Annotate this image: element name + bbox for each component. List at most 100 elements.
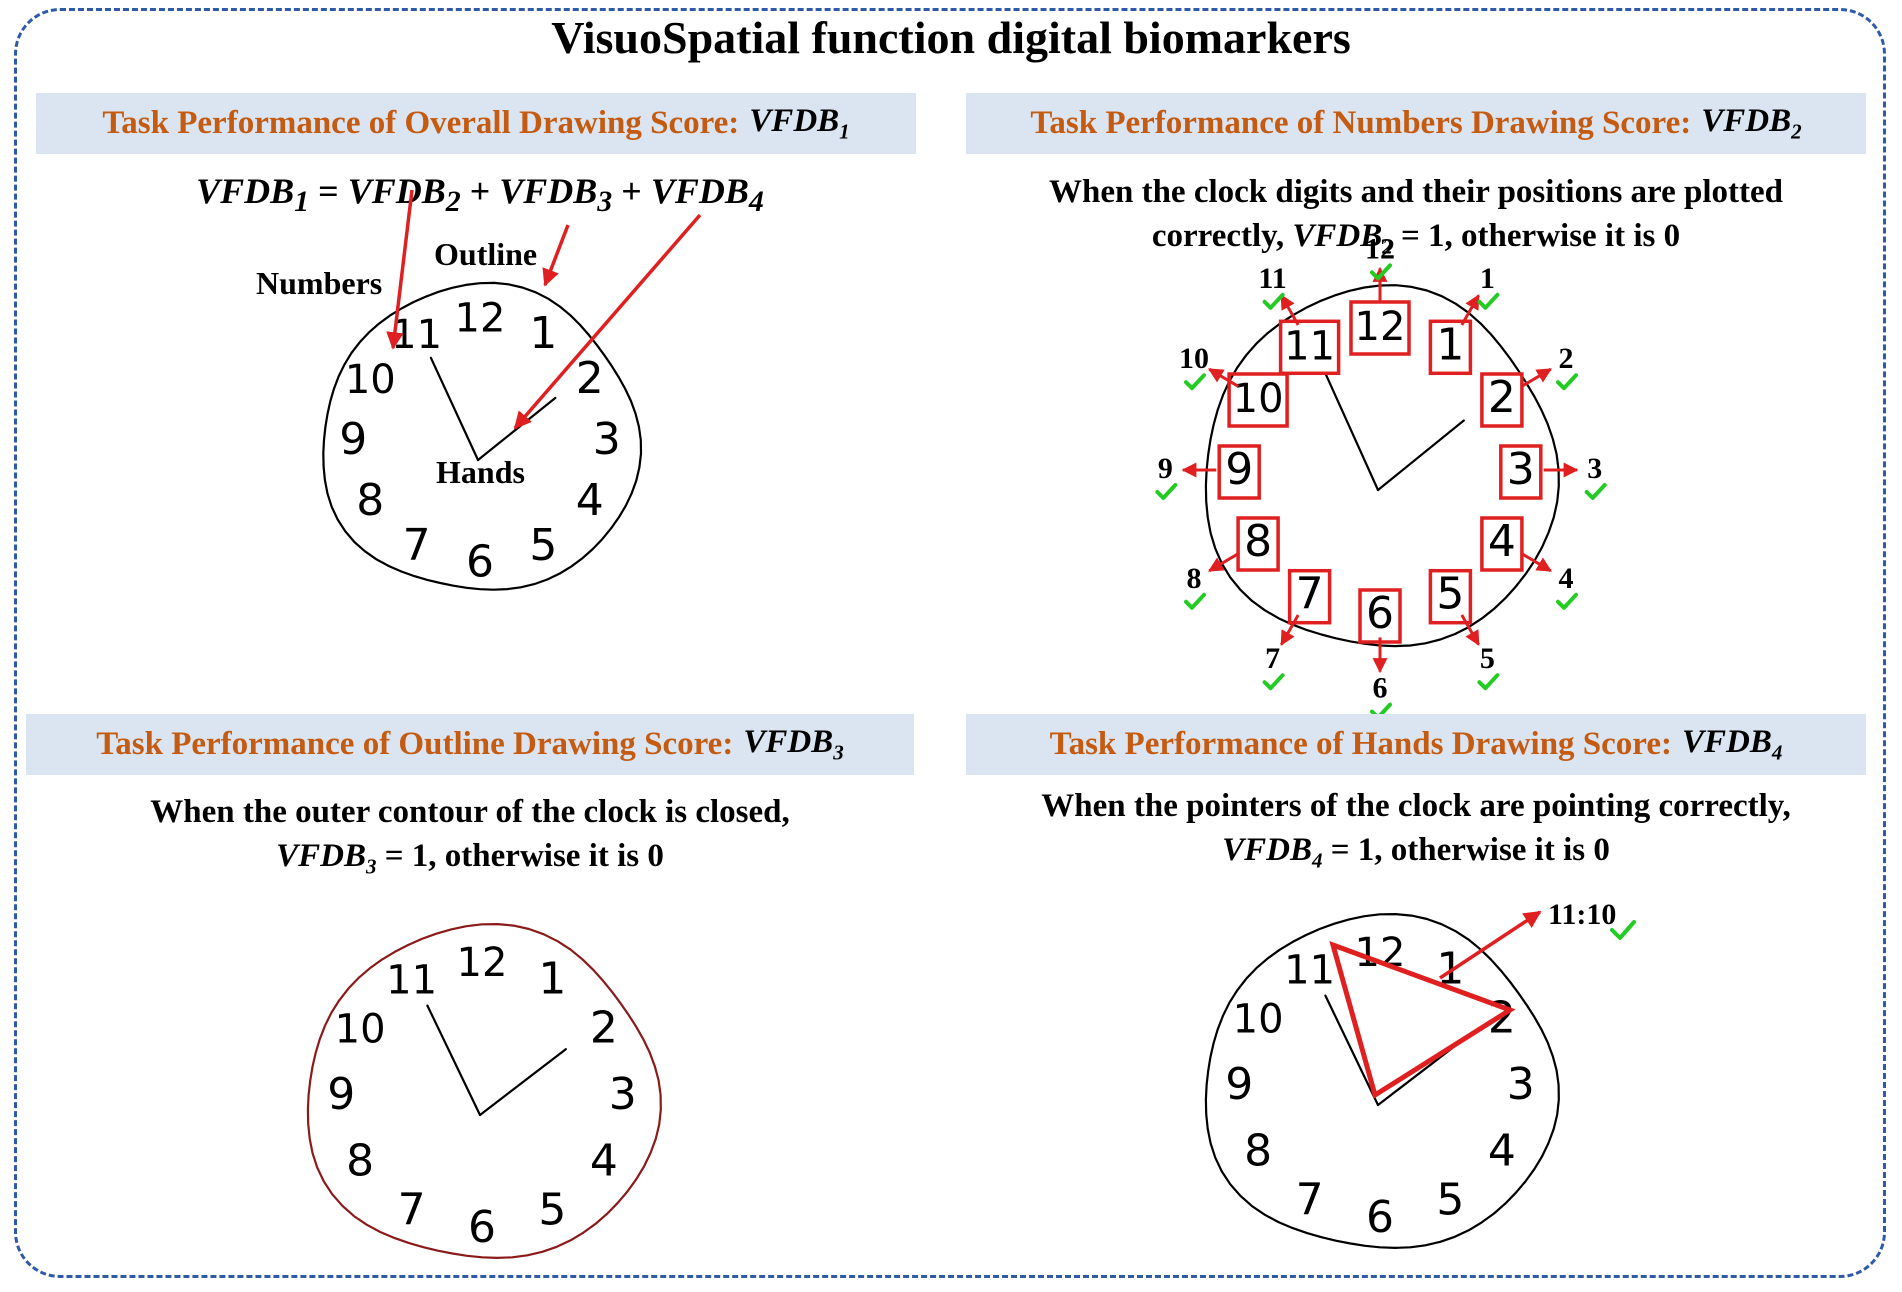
clock-digit: 6 [466,536,494,587]
clock-digit: 1 [538,954,566,1005]
check-icon [1155,483,1178,500]
clock-digit: 2 [590,1002,618,1053]
banner-outline-drawing-score: Task Performance of Outline Drawing Scor… [26,714,914,775]
clock-digit: 5 [1436,569,1464,620]
clock-digit: 9 [1225,1059,1253,1110]
digit-arrow [1521,367,1552,388]
banner-numbers-drawing-score: Task Performance of Numbers Drawing Scor… [966,93,1866,154]
clock-digit: 9 [327,1069,355,1120]
digit-label: 2 [1559,342,1574,375]
arrow-outline [542,224,570,287]
check-icon [1370,263,1392,281]
digit-box [1428,319,1473,376]
check-icon [1556,373,1578,391]
digit-label: 10 [1179,342,1209,375]
digit-label: 3 [1587,452,1602,485]
arrow-time [1439,910,1542,980]
clock-digit: 12 [457,940,508,986]
digit-label: 8 [1187,562,1202,595]
clock-digit: 8 [1244,1126,1272,1177]
digit-arrow [1280,614,1300,646]
clock-digit: 11 [386,958,437,1004]
clock-digit: 7 [398,1184,426,1235]
digit-label: 6 [1373,672,1388,705]
check-icon [1262,292,1285,310]
banner-variable: VFDB2 [1701,102,1802,144]
digit-arrow [1460,294,1480,326]
banner-text: Task Performance of Outline Drawing Scor… [96,726,734,762]
clock-digit: 6 [468,1202,496,1253]
minute-hand [1376,419,1465,492]
clock-digit: 12 [1355,304,1406,350]
clock-digit: 4 [590,1136,618,1187]
clock-digit: 6 [1366,588,1394,639]
digit-arrow [1460,614,1480,646]
clock-digit: 3 [1507,444,1535,495]
clock-digit: 10 [1233,376,1284,422]
clock-outline [322,281,643,591]
clock-digit: 9 [339,414,367,465]
outline-criterion-text: When the outer contour of the clock is c… [150,794,790,879]
check-icon [1477,292,1500,310]
digit-label: 5 [1480,642,1495,675]
clock-digit: 11 [1284,948,1335,994]
banner-text: Task Performance of Overall Drawing Scor… [102,105,740,141]
digit-label: 4 [1559,562,1574,595]
digit-box [1480,516,1524,572]
clock-digit: 12 [455,296,506,342]
clock-digit: 10 [345,357,396,403]
clock-digit: 7 [403,520,431,571]
digit-box [1227,372,1289,428]
banner-variable: VFDB3 [743,723,844,765]
banner-text: Task Performance of Hands Drawing Score: [1049,726,1672,762]
score-formula: VFDB1 = VFDB2 + VFDB3 + VFDB4 [196,171,764,219]
hands-triangle-highlight [1329,940,1516,1099]
clock-digit: 1 [529,308,557,359]
clock-digit: 5 [538,1184,566,1235]
digit-label: 11 [1258,262,1286,295]
label-outline: Outline [434,236,538,272]
banner-variable: VFDB1 [749,102,850,144]
clock-digit: 7 [1296,569,1324,620]
clock-digit: 10 [1233,996,1284,1042]
digit-box [1287,568,1332,625]
clock-digit: 6 [1366,1192,1394,1243]
banner-text: Task Performance of Numbers Drawing Scor… [1030,105,1692,141]
digit-label: 9 [1158,452,1173,485]
clock-digit: 3 [609,1069,637,1120]
clock-digit: 4 [1488,516,1516,567]
hour-hand [1324,994,1380,1107]
arrow-hands [513,213,702,430]
clock-digit: 8 [356,475,384,526]
digit-arrow [1208,367,1239,388]
digit-box [1278,319,1341,376]
check-icon [1184,592,1206,610]
digit-label: 12 [1365,232,1395,265]
check-icon [1477,673,1500,691]
digit-box [1480,372,1524,428]
numbers-criterion-text: When the clock digits and their position… [1048,174,1783,259]
arrow-numbers [386,189,414,350]
main-title: VisuoSpatial function digital biomarkers [551,12,1351,63]
time-label: 11:10 [1548,898,1616,931]
clock-digit: 4 [1488,1126,1516,1177]
clock-digit: 1 [1436,319,1464,370]
digit-label: 1 [1480,262,1495,295]
hour-hand [426,1004,482,1117]
digit-box [1428,568,1473,625]
digit-arrow [1280,294,1300,326]
clock-digit: 2 [1488,372,1516,423]
clock-outline [1204,913,1560,1249]
clock-outline [306,923,662,1259]
clock-digit: 8 [1244,516,1272,567]
check-icon [1610,920,1636,940]
clock-digit: 3 [1507,1059,1535,1110]
banner-variable: VFDB4 [1682,723,1783,765]
